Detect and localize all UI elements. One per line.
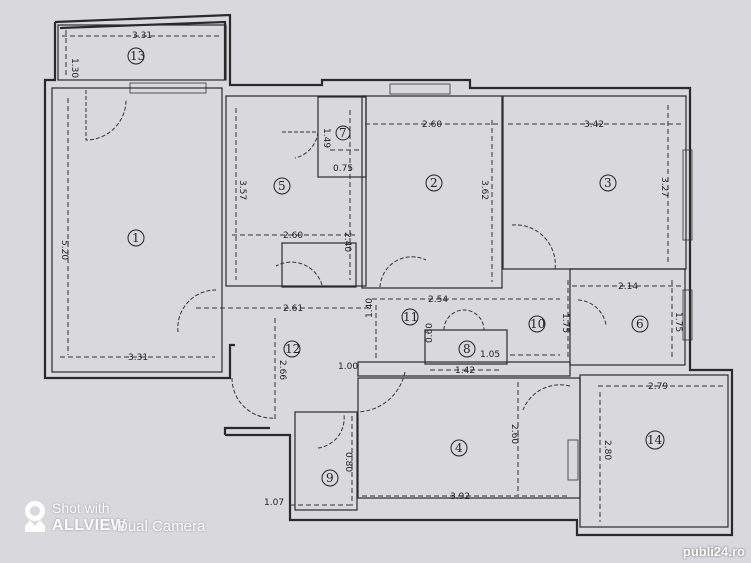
dim-r2-h: 3.62 (479, 180, 489, 200)
room-13-number: 13 (130, 49, 145, 63)
dim-r1-h: 5.20 (59, 240, 69, 260)
room-1-number: 1 (132, 231, 140, 245)
dim-r4-w: 3.92 (450, 492, 470, 502)
dim-r12-w: 2.61 (283, 304, 303, 314)
watermark-brand: ALLVIEW (52, 517, 127, 534)
dim-r5-w: 2.60 (283, 231, 303, 241)
room-7-number: 7 (339, 126, 347, 140)
dim-r2-w: 2.60 (422, 120, 442, 130)
dim-r1-w: 3.31 (128, 353, 148, 363)
dim-r11-w: 2.54 (428, 295, 448, 305)
dim-r14-h: 2.80 (602, 440, 612, 460)
dim-r3-w: 3.42 (584, 120, 604, 130)
watermark-dual-camera: Dual Camera (117, 518, 206, 535)
dimension-lines (60, 30, 726, 522)
room-4-number: 4 (455, 441, 463, 455)
dim-r8-h: 0.60 (425, 323, 435, 343)
dim-r7-w: 0.75 (333, 164, 353, 174)
dim-r8-w1: 1.05 (480, 350, 500, 360)
dim-r5-h2: 2.40 (342, 232, 352, 252)
room-markers (127, 47, 665, 487)
dim-r9-w: 1.07 (264, 498, 284, 508)
room-11-number: 11 (403, 310, 418, 324)
dim-r13-w: 3.31 (132, 31, 152, 41)
dim-r4-h: 2.60 (509, 424, 519, 444)
dim-r7-h: 1.49 (321, 128, 331, 148)
dim-r5-h: 3.57 (237, 180, 247, 200)
dimension-labels: 3.31 1.30 5.20 3.31 3.57 2.60 2.40 1.49 … (59, 31, 683, 508)
dim-r9-h: 0.80 (343, 452, 353, 472)
watermark-shot-with: Shot with (52, 500, 110, 516)
outer-walls (43, 13, 734, 537)
dim-r10-h: 1.75 (560, 313, 570, 333)
room-3-number: 3 (604, 176, 612, 190)
room-10-number: 10 (530, 317, 545, 331)
dim-r6-w: 2.14 (618, 282, 638, 292)
shutter-icon (25, 501, 45, 532)
inner-walls (51, 24, 729, 528)
room-5-number: 5 (278, 179, 286, 193)
dim-r3-h: 3.27 (659, 177, 669, 197)
dim-r6-h: 1.75 (673, 312, 683, 332)
dim-r11-h: 1.40 (365, 298, 375, 318)
dim-r12-h: 2.66 (277, 360, 287, 380)
dim-misc-1-00: 1.00 (338, 362, 358, 372)
room-2-number: 2 (430, 176, 438, 190)
dim-r14-w: 2.79 (648, 382, 668, 392)
room-8-number: 8 (463, 342, 471, 356)
windows (129, 82, 693, 481)
room-9-number: 9 (326, 471, 334, 485)
dim-r8-w2: 1.42 (455, 366, 475, 376)
room-14-number: 14 (647, 433, 663, 447)
dim-r13-h: 1.30 (69, 58, 79, 78)
room-numbers: 13 1 2 3 4 5 6 7 8 9 10 11 12 14 (130, 49, 663, 485)
door-swings (85, 90, 607, 449)
site-watermark: publi24.ro (682, 544, 745, 559)
room-6-number: 6 (636, 317, 644, 331)
room-12-number: 12 (285, 342, 300, 356)
